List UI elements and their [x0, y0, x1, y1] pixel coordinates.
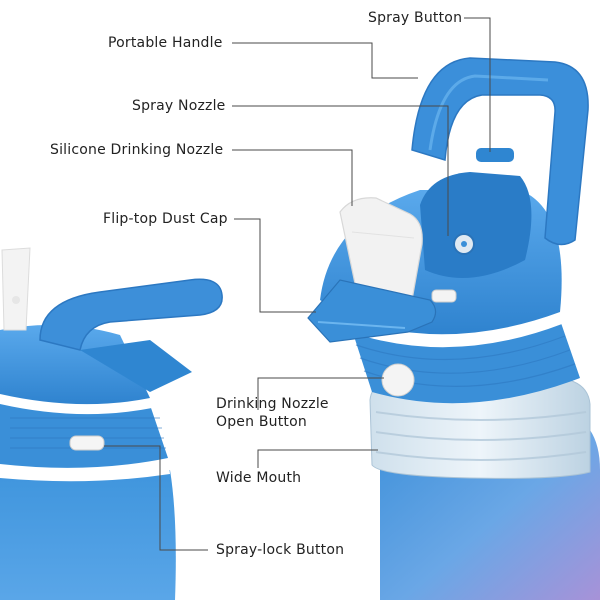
label-drinking-nozzle-open-button: Drinking Nozzle Open Button [216, 395, 329, 431]
right-flip-top-dust-cap [307, 279, 437, 343]
label-spray-lock-button: Spray-lock Button [216, 542, 345, 558]
label-drinking-nozzle-open-button-line1: Drinking Nozzle [216, 396, 329, 412]
label-silicone-drinking-nozzle: Silicone Drinking Nozzle [50, 142, 224, 158]
leader-portable-handle [232, 42, 418, 79]
leader-lines [104, 17, 491, 551]
left-bottle-collar [0, 400, 168, 468]
leader-spray-lock [104, 445, 208, 551]
label-spray-button: Spray Button [368, 10, 463, 26]
left-bottle-handle [39, 278, 223, 351]
leader-spray-button [464, 17, 491, 152]
left-bottle [0, 247, 223, 600]
label-drinking-nozzle-open-button-line2: Open Button [216, 414, 307, 430]
leader-flip-top [234, 218, 316, 313]
left-bottle-body [0, 470, 176, 600]
right-bottle-handle [411, 57, 589, 246]
leader-spray-nozzle [232, 105, 449, 236]
leader-open-button [257, 377, 384, 410]
right-bottle [307, 57, 600, 600]
left-bottle-nozzle [1, 247, 31, 331]
left-bottle-cap [0, 325, 150, 405]
leader-silicone-nozzle [232, 149, 353, 206]
right-nozzle-open-button [381, 363, 415, 397]
label-wide-mouth: Wide Mouth [216, 470, 302, 486]
label-spray-nozzle: Spray Nozzle [132, 98, 226, 114]
label-flip-top-dust-cap: Flip-top Dust Cap [103, 211, 228, 227]
leader-wide-mouth [257, 449, 378, 468]
right-spray-button [476, 148, 514, 162]
left-spray-lock-button [69, 435, 105, 451]
label-portable-handle: Portable Handle [108, 35, 223, 51]
